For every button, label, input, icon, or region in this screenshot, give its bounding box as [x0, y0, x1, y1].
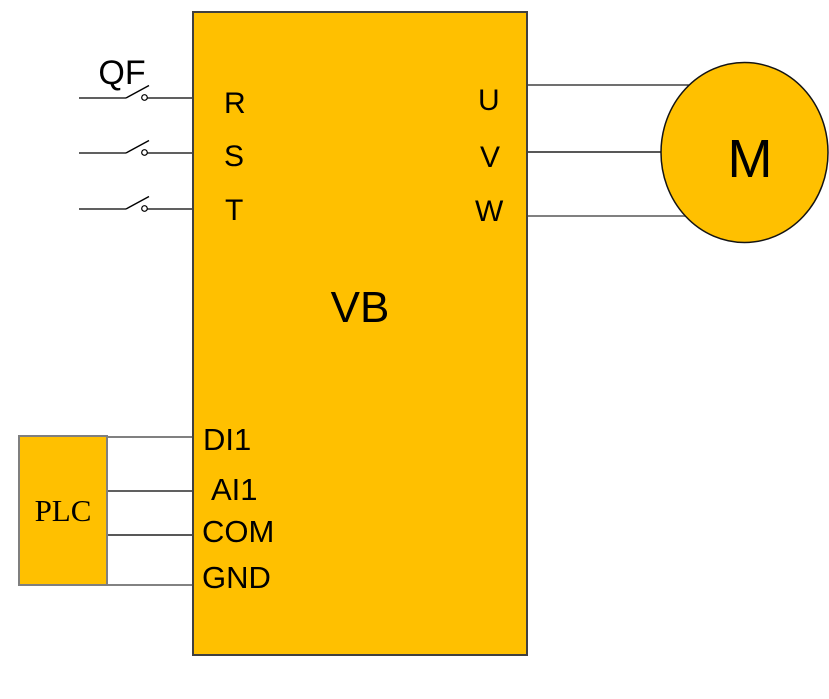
terminal-label-com: COM [202, 514, 274, 549]
terminal-label-v: V [480, 141, 500, 174]
motor-circle [660, 61, 829, 244]
contact-circle-r [141, 94, 148, 101]
terminal-label-s: S [224, 140, 244, 173]
terminal-label-di1: DI1 [203, 422, 251, 457]
motor-label: M [728, 129, 773, 189]
inverter-label: VB [331, 283, 390, 332]
terminal-label-t: T [225, 194, 243, 227]
terminal-label-r: R [224, 87, 246, 120]
plc-block [18, 435, 108, 586]
terminal-label-w: W [475, 195, 504, 228]
breaker-label: QF [98, 54, 145, 92]
plc-label: PLC [35, 493, 92, 528]
terminal-label-ai1: AI1 [211, 472, 258, 507]
inverter-block [192, 11, 528, 656]
breaker-switch-r [79, 84, 193, 101]
breaker-switch-t [79, 195, 193, 212]
contact-circle-t [141, 205, 148, 212]
contact-circle-s [141, 149, 148, 156]
terminal-label-u: U [478, 84, 500, 117]
terminal-label-gnd: GND [202, 560, 271, 595]
breaker-switch-s [79, 139, 193, 156]
